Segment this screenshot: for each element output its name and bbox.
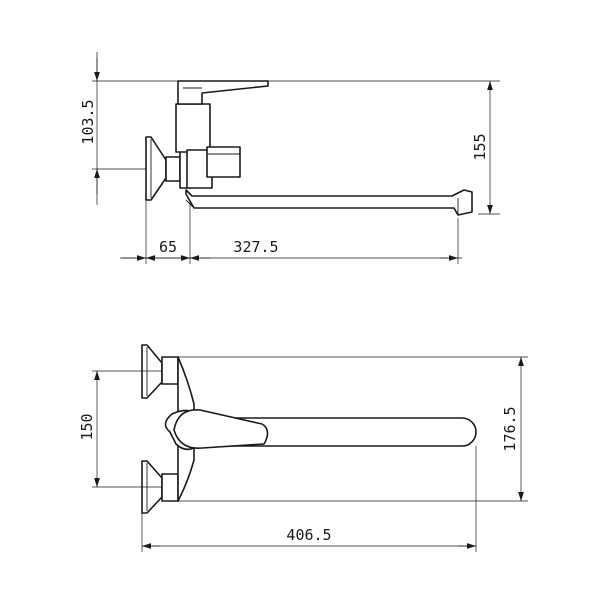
side-view-faucet	[145, 80, 473, 216]
dim-label-327-5: 327.5	[233, 238, 278, 256]
dim-label-150: 150	[78, 413, 96, 440]
top-view: 150 176.5 406.5	[78, 344, 528, 552]
top-view-faucet	[141, 344, 477, 514]
dim-label-65: 65	[159, 238, 177, 256]
wall-flange	[145, 136, 167, 201]
lever-handle	[177, 80, 269, 105]
lower-connector	[161, 473, 179, 502]
dim-label-155: 155	[471, 133, 489, 160]
cartridge-cap	[206, 146, 241, 178]
dim-label-176-5: 176.5	[501, 406, 519, 451]
top-view-dimensions: 150 176.5 406.5	[78, 356, 528, 552]
side-view: 103.5 155 65 327.5	[79, 52, 500, 264]
top-lever-handle	[173, 409, 269, 449]
side-view-dimensions: 103.5 155 65 327.5	[79, 52, 500, 264]
mixer-body	[175, 103, 211, 153]
spout	[185, 189, 473, 216]
eccentric-connector	[165, 156, 181, 182]
upper-connector	[161, 356, 179, 385]
dim-label-103-5: 103.5	[79, 99, 97, 144]
upper-flange	[141, 344, 163, 399]
dim-label-406-5: 406.5	[286, 526, 331, 544]
